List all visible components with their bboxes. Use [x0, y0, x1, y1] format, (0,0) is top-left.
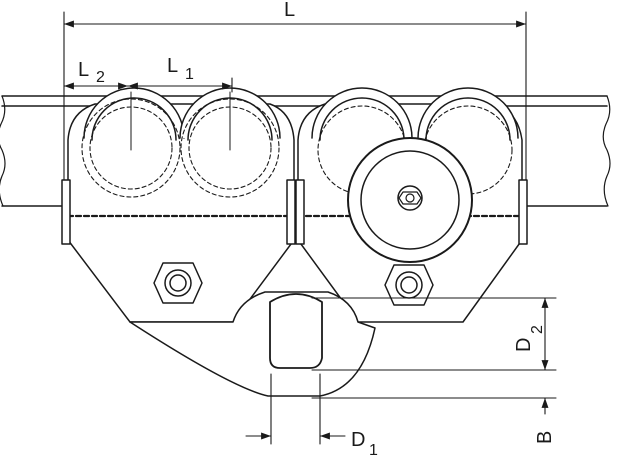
drive-wheel	[347, 137, 473, 263]
label-d1: D	[351, 429, 365, 451]
dimension-labels: L L 2 L 1 D 2 D 1 B	[78, 0, 556, 459]
hex-nut-right	[384, 264, 434, 306]
dimension-lines	[63, 11, 557, 445]
label-d1-subscript: 1	[369, 442, 378, 459]
label-overall-length: L	[284, 0, 295, 21]
label-l2-subscript: 2	[96, 69, 105, 86]
label-d2: D	[513, 338, 535, 352]
label-d2-subscript: 2	[529, 325, 546, 334]
label-b: B	[534, 431, 556, 444]
label-l1-subscript: 1	[185, 66, 194, 83]
hex-nut-left	[153, 262, 203, 304]
spacer-washers	[61, 179, 528, 245]
wheel-right-inner	[417, 87, 519, 195]
wheel-right-outer	[311, 87, 413, 195]
wheel-left-outer	[81, 87, 185, 198]
label-l1: L	[167, 55, 178, 77]
label-l2: L	[78, 59, 89, 81]
